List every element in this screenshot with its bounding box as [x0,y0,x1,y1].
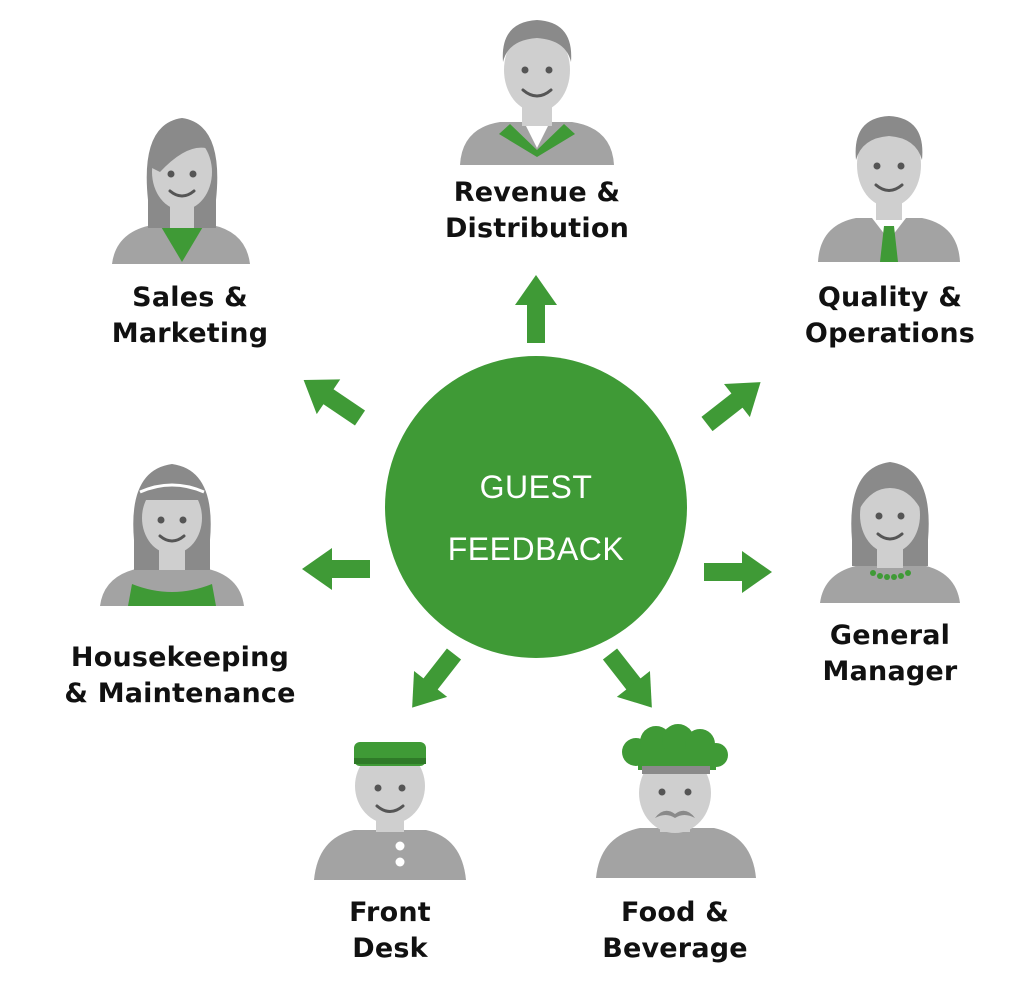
housekeeper-avatar-icon [100,464,244,606]
arrow-to-food-beverage [593,641,669,721]
bellhop-avatar-icon [314,742,466,880]
arrow-to-sales [291,362,372,436]
role-label-quality: Quality & Operations [804,282,976,349]
hub-label: GUEST FEEDBACK [386,456,686,580]
sales-manager-avatar-icon [112,118,250,264]
arrow-to-housekeeping [302,548,370,590]
role-label-housekeeping: Housekeeping & Maintenance [64,642,296,709]
arrow-to-general-manager [704,551,772,593]
general-manager-avatar-icon [820,462,960,603]
hub-label-line2: FEEDBACK [447,531,625,567]
quality-manager-avatar-icon [818,116,960,262]
role-label-general-manager: General Manager [822,620,958,687]
arrow-to-revenue [515,275,557,343]
role-label-revenue: Revenue & Distribution [444,177,630,244]
hub-label-line1: GUEST [479,469,593,505]
role-label-food-beverage: Food & Beverage [602,897,748,964]
role-label-front-desk: Front Desk [349,897,431,964]
guest-feedback-hub [385,356,687,658]
chef-avatar-icon [596,724,756,878]
arrow-to-quality [694,365,774,441]
arrow-to-front-desk [395,641,471,721]
role-label-sales: Sales & Marketing [111,282,269,349]
revenue-manager-avatar-icon [460,20,614,165]
